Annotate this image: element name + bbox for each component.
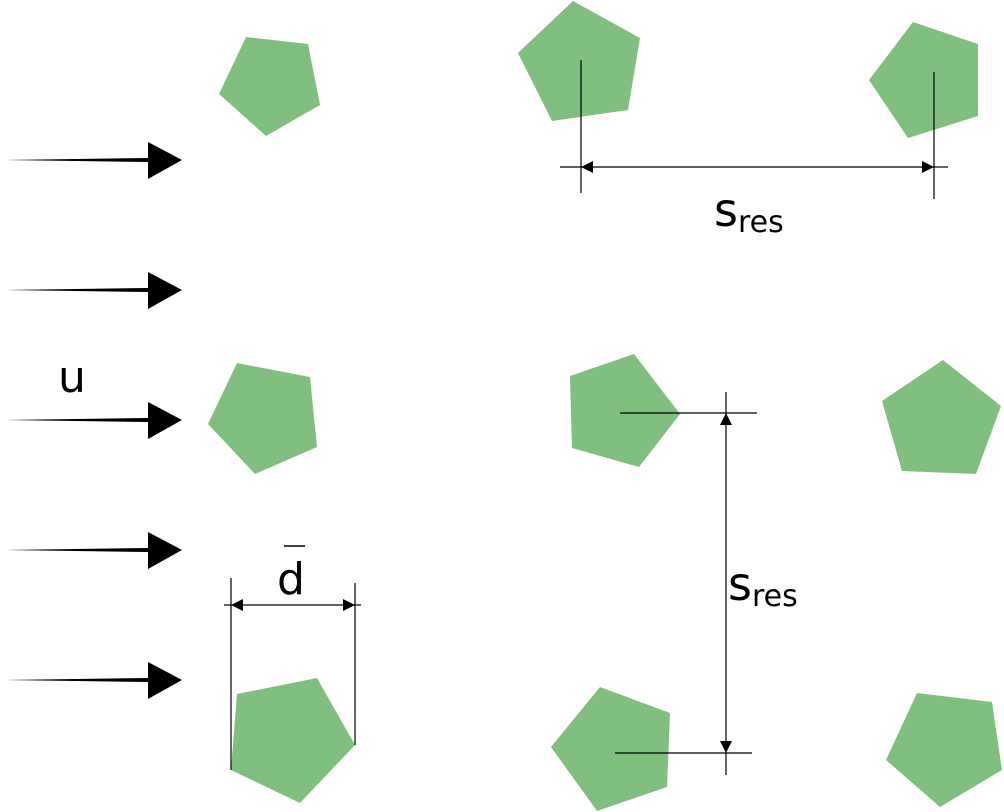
flow-arrow xyxy=(5,662,182,699)
particle-pentagon xyxy=(886,693,1002,807)
vertical-spacing-symbol: s xyxy=(728,557,752,611)
horizontal-spacing-dimension xyxy=(560,60,948,199)
flow-arrows xyxy=(5,142,182,699)
particle-pentagon xyxy=(231,678,355,803)
flow-arrow xyxy=(5,272,182,309)
particles xyxy=(208,1,1002,811)
diameter-dimension xyxy=(224,578,361,770)
diameter-label: d xyxy=(277,554,305,605)
flow-arrow xyxy=(5,142,182,179)
particle-pentagon xyxy=(518,1,640,121)
flow-arrow xyxy=(5,532,182,569)
particle-pentagon xyxy=(570,354,680,467)
particle-pentagon xyxy=(551,687,670,811)
flow-arrow xyxy=(5,402,182,439)
particle-pentagon xyxy=(219,37,320,136)
horizontal-spacing-subscript: res xyxy=(738,205,784,240)
vertical-spacing-label: sres xyxy=(728,557,798,614)
vertical-spacing-subscript: res xyxy=(752,579,798,614)
particle-pentagon xyxy=(869,22,978,138)
horizontal-spacing-label: sres xyxy=(714,183,784,240)
vertical-spacing-dimension xyxy=(615,392,757,775)
particle-pentagon xyxy=(208,363,317,474)
horizontal-spacing-symbol: s xyxy=(714,183,738,237)
particle-pentagon xyxy=(882,360,1001,474)
flow-velocity-label: u xyxy=(58,352,86,403)
